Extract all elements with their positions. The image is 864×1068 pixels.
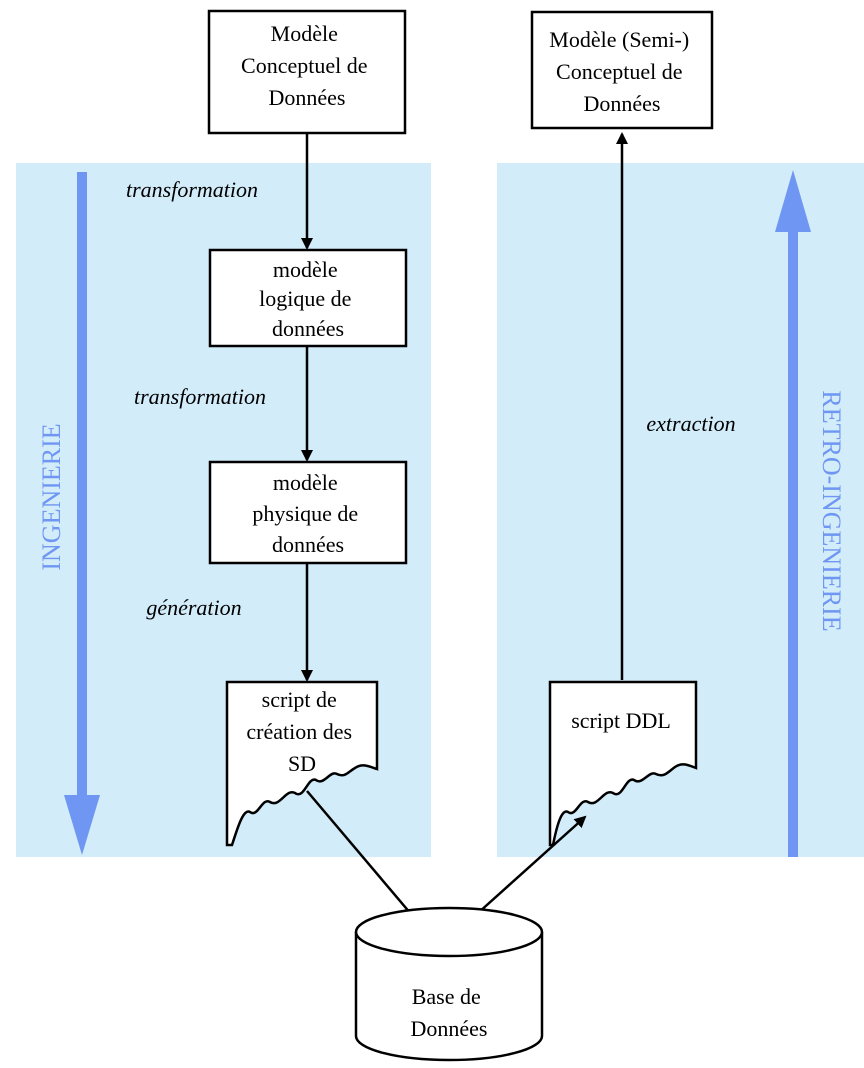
node-mcd-label: Modèle Conceptuel de Données — [241, 21, 373, 110]
edge-label-transformation-2: transformation — [134, 384, 266, 409]
retro-ingenierie-direction-arrow — [775, 170, 811, 857]
retro-ingenierie-label: RETRO-INGENIERIE — [817, 390, 846, 631]
node-database: Base de Données — [354, 906, 544, 1062]
node-mld: modèle logique de données — [208, 248, 408, 348]
node-mpd: modèle physique de données — [208, 460, 408, 565]
node-mld-label: modèle logique de données — [259, 257, 357, 341]
node-mcd-semi-label: Modèle (Semi-) Conceptuel de Données — [549, 27, 694, 116]
ingenierie-direction-arrow — [64, 172, 100, 855]
ingenierie-label: INGENIERIE — [37, 423, 66, 570]
node-database-label: Base de Données — [411, 984, 488, 1041]
edge-database-to-script-ddl — [477, 815, 587, 914]
node-script-creation-label: script de création des SD — [246, 687, 357, 776]
edge-label-extraction: extraction — [646, 411, 735, 436]
node-mpd-label: modèle physique de données — [252, 470, 363, 557]
node-mcd: Modèle Conceptuel de Données — [207, 9, 407, 135]
node-script-ddl-label: script DDL — [571, 708, 671, 733]
edge-label-transformation-1: transformation — [126, 177, 258, 202]
node-mcd-semi: Modèle (Semi-) Conceptuel de Données — [530, 10, 714, 130]
node-script-creation: script de création des SD — [225, 680, 379, 847]
node-script-ddl: script DDL — [548, 680, 698, 847]
edge-label-generation: génération — [146, 595, 241, 620]
